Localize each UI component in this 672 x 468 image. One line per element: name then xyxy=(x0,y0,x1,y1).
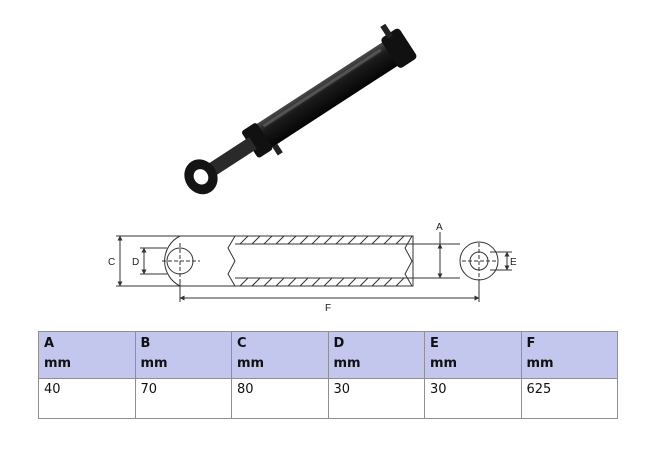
column-unit: mm xyxy=(140,356,168,371)
label-c: C xyxy=(108,257,115,268)
column-unit: mm xyxy=(333,356,361,371)
column-unit: mm xyxy=(237,356,265,371)
dimension-diagram: C D A E F xyxy=(108,222,517,314)
table-cell: 80 xyxy=(231,378,329,419)
column-letter: E xyxy=(430,336,439,351)
table-cell: 30 xyxy=(424,378,522,419)
table-cell: 40 xyxy=(38,378,136,419)
column-letter: D xyxy=(333,336,345,351)
column-letter: C xyxy=(237,336,247,351)
column-letter: F xyxy=(526,336,536,351)
table-cell: 625 xyxy=(520,378,618,419)
label-a: A xyxy=(436,222,443,233)
column-unit: mm xyxy=(44,356,72,371)
column-unit: mm xyxy=(526,356,554,371)
hatch-top xyxy=(235,235,413,245)
column-unit: mm xyxy=(430,356,458,371)
table-cell: 70 xyxy=(134,378,232,419)
cylinder-photo xyxy=(184,23,417,195)
column-letter: B xyxy=(140,336,151,351)
table-cell: 30 xyxy=(327,378,425,419)
column-letter: A xyxy=(44,336,55,351)
label-d: D xyxy=(132,257,139,268)
table-row: 40 70 80 30 30 625 xyxy=(38,378,618,419)
label-e: E xyxy=(510,257,517,268)
hatch-bottom xyxy=(235,277,413,287)
cylinder-shape xyxy=(184,23,417,195)
label-f: F xyxy=(325,303,331,314)
